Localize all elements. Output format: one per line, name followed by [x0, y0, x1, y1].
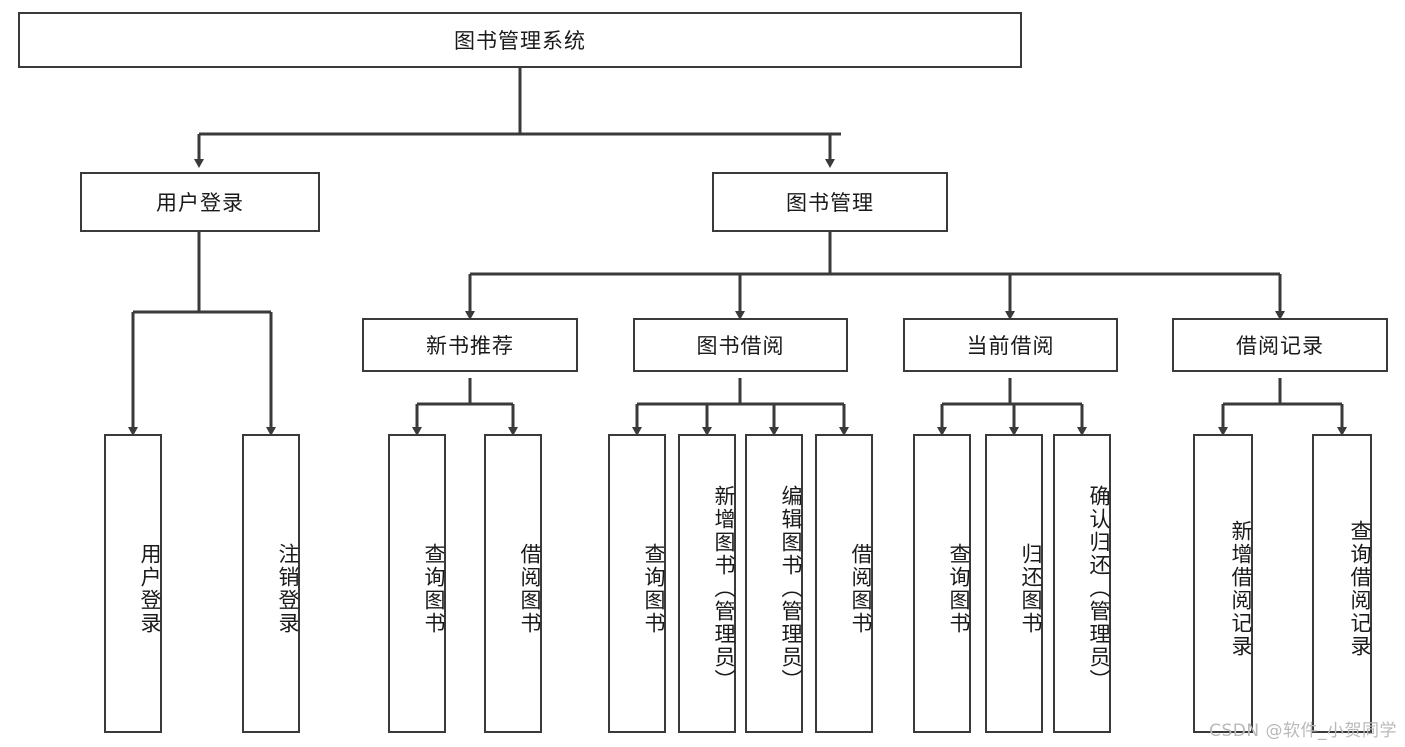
node-root-label: 图书管理系统 [454, 29, 586, 53]
node-leaf-query-book-1[interactable]: 查询图书 [388, 434, 446, 733]
node-leaf-borrow-book-2[interactable]: 借阅图书 [815, 434, 873, 733]
node-leaf-user-login-label: 用户登录 [138, 542, 162, 635]
node-root[interactable]: 图书管理系统 [18, 12, 1022, 68]
node-user-login[interactable]: 用户登录 [80, 172, 320, 232]
node-leaf-logout[interactable]: 注销登录 [242, 434, 300, 733]
node-borrow-record[interactable]: 借阅记录 [1172, 318, 1388, 372]
node-user-login-label: 用户登录 [156, 191, 244, 215]
node-leaf-query-book-1-label: 查询图书 [422, 542, 446, 635]
node-new-book-rec[interactable]: 新书推荐 [362, 318, 578, 372]
node-book-borrow-label: 图书借阅 [696, 334, 785, 358]
node-book-manage[interactable]: 图书管理 [712, 172, 948, 232]
node-leaf-borrow-book-1-label: 借阅图书 [518, 542, 542, 635]
node-leaf-add-book[interactable]: 新增图书（管理员） [678, 434, 736, 733]
csdn-watermark: CSDN @软件_小贺同学 [1209, 721, 1397, 741]
node-new-book-rec-label: 新书推荐 [426, 334, 514, 358]
node-leaf-add-record[interactable]: 新增借阅记录 [1193, 434, 1253, 733]
node-leaf-confirm-return[interactable]: 确认归还（管理员） [1053, 434, 1111, 733]
node-leaf-borrow-book-1[interactable]: 借阅图书 [484, 434, 542, 733]
node-leaf-query-book-3[interactable]: 查询图书 [913, 434, 971, 733]
node-leaf-add-record-label: 新增借阅记录 [1229, 519, 1253, 658]
node-current-borrow-label: 当前借阅 [966, 334, 1055, 358]
node-leaf-edit-book[interactable]: 编辑图书（管理员） [745, 434, 803, 733]
node-leaf-return-book[interactable]: 归还图书 [985, 434, 1043, 733]
node-book-borrow[interactable]: 图书借阅 [633, 318, 848, 372]
node-current-borrow[interactable]: 当前借阅 [903, 318, 1118, 372]
node-leaf-return-book-label: 归还图书 [1019, 542, 1043, 635]
node-leaf-query-record[interactable]: 查询借阅记录 [1312, 434, 1372, 733]
node-leaf-confirm-return-label: 确认归还（管理员） [1087, 485, 1111, 692]
node-leaf-logout-label: 注销登录 [276, 542, 300, 635]
node-leaf-query-book-2-label: 查询图书 [642, 542, 666, 635]
node-leaf-query-book-2[interactable]: 查询图书 [608, 434, 666, 733]
node-leaf-query-book-3-label: 查询图书 [947, 542, 971, 635]
node-book-manage-label: 图书管理 [786, 191, 874, 215]
node-leaf-edit-book-label: 编辑图书（管理员） [779, 485, 803, 692]
node-leaf-add-book-label: 新增图书（管理员） [712, 485, 736, 692]
node-borrow-record-label: 借阅记录 [1236, 334, 1324, 358]
node-leaf-query-record-label: 查询借阅记录 [1348, 519, 1372, 658]
node-leaf-user-login[interactable]: 用户登录 [104, 434, 162, 733]
node-leaf-borrow-book-2-label: 借阅图书 [849, 542, 873, 635]
